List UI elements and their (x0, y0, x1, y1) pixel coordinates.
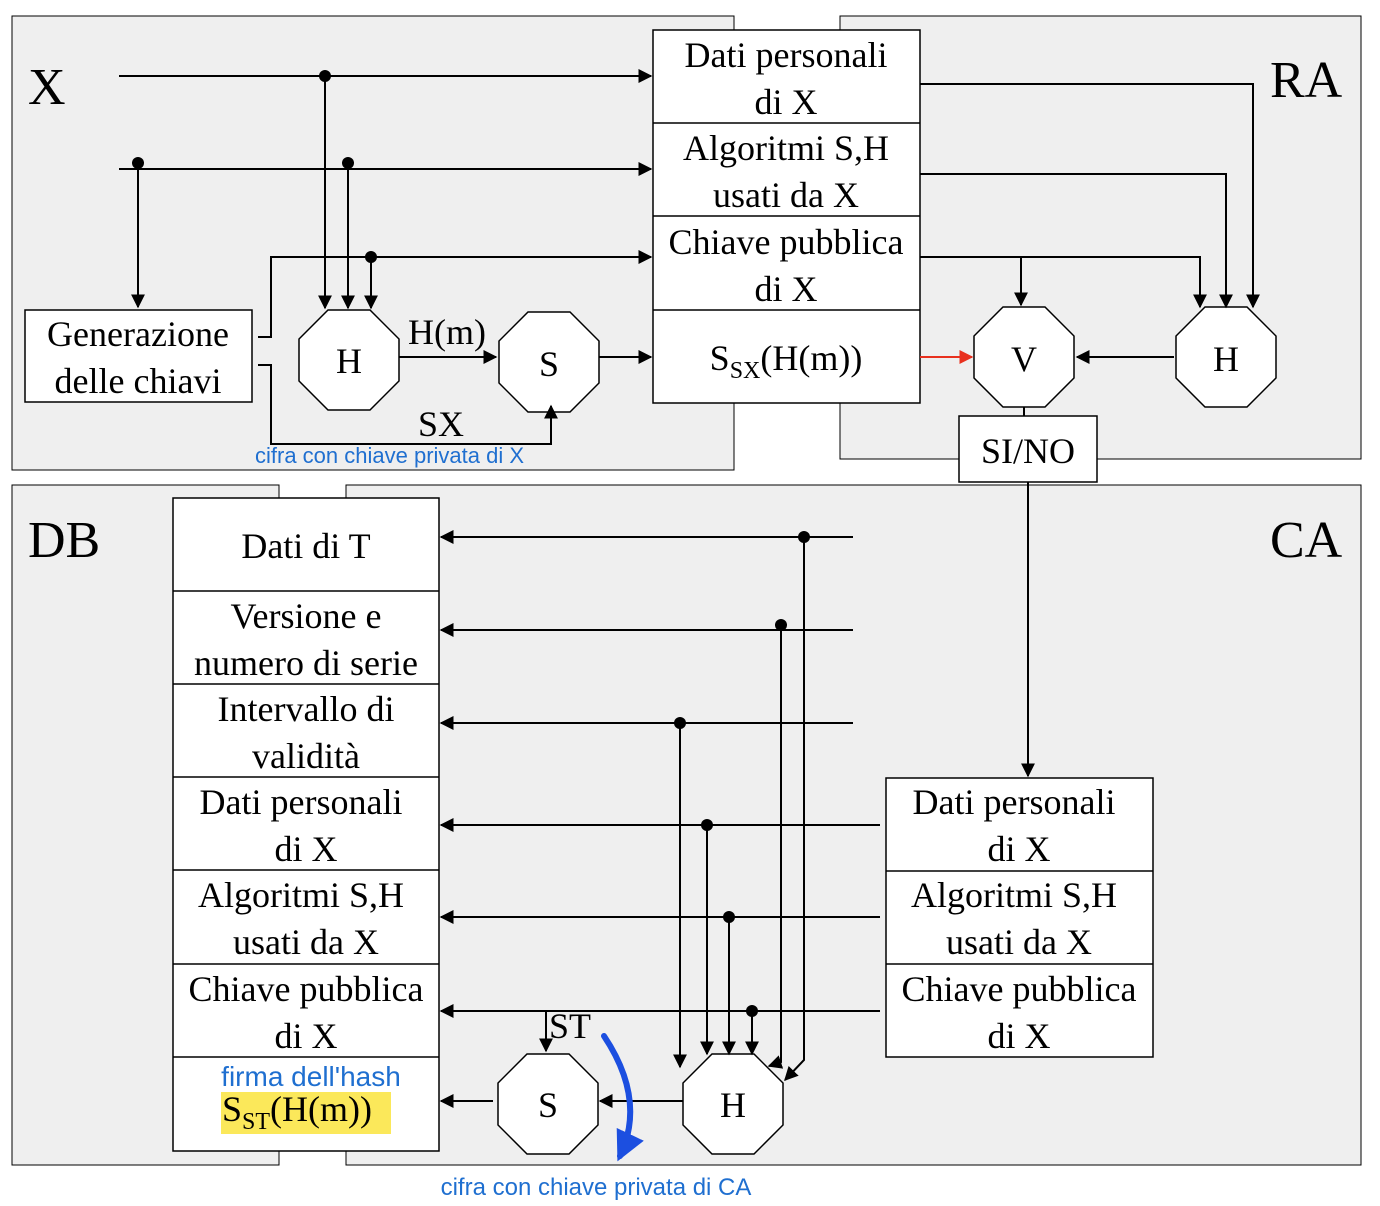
db-field-validity-line2: validità (252, 736, 360, 776)
svg-text:H: H (720, 1085, 746, 1125)
ca-sign-arrow (601, 1033, 644, 1162)
ra-field-personal-line1: Dati personali (685, 35, 888, 75)
signature-highlight (221, 1092, 391, 1134)
sign-node-ca: S (497, 1053, 599, 1155)
ca-field-personal-line2: di X (988, 829, 1051, 869)
svg-text:SI/NO: SI/NO (981, 431, 1075, 471)
keygen-line1: Generazione (47, 314, 229, 354)
svg-text:S: S (538, 1085, 558, 1125)
svg-text:H: H (1213, 339, 1239, 379)
top-connectors (119, 69, 1260, 778)
hash-node-x: H (298, 309, 400, 411)
sign-node-x: S (498, 311, 600, 413)
db-field-version-line1: Versione e (231, 596, 382, 636)
hash-node-ca: H (682, 1053, 784, 1155)
region-label-db: DB (28, 512, 100, 569)
keygen-line2: delle chiavi (55, 361, 222, 401)
ra-field-pubkey-line2: di X (755, 269, 818, 309)
ra-field-signature: SSX(H(m)) (710, 338, 863, 384)
ra-field-pubkey-line1: Chiave pubblica (669, 222, 904, 262)
db-field-algo-line1: Algoritmi S,H (198, 875, 404, 915)
ca-field-pubkey-line2: di X (988, 1016, 1051, 1056)
db-field-dati-t: Dati di T (241, 526, 370, 566)
hash-node-ra: H (1175, 306, 1277, 408)
label-hm: H(m) (408, 312, 486, 352)
bottom-connectors (439, 530, 880, 1108)
db-field-signature: SST(H(m)) (222, 1089, 372, 1135)
region-label-ca: CA (1270, 512, 1343, 569)
ra-field-personal-line2: di X (755, 82, 818, 122)
top-junctions (132, 70, 377, 263)
si-no-box: SI/NO (958, 415, 1098, 483)
ra-field-algo-line2: usati da X (713, 175, 859, 215)
annotation-sign-ca: cifra con chiave privata di CA (441, 1174, 752, 1201)
ca-field-personal-line1: Dati personali (913, 782, 1116, 822)
db-field-pubkey-line1: Chiave pubblica (189, 969, 424, 1009)
db-field-personal-line1: Dati personali (200, 782, 403, 822)
verify-node: V (973, 306, 1075, 408)
annotation-hash-signature: firma dell'hash (221, 1061, 401, 1092)
bottom-junctions (674, 531, 810, 1017)
region-label-ra: RA (1270, 52, 1343, 109)
ra-field-algo-line1: Algoritmi S,H (683, 128, 889, 168)
ca-field-algo-line2: usati da X (946, 922, 1092, 962)
ca-record (885, 777, 1154, 1058)
annotation-sign-x: cifra con chiave privata di X (255, 443, 524, 468)
db-field-algo-line2: usati da X (233, 922, 379, 962)
db-field-pubkey-line2: di X (275, 1016, 338, 1056)
panel-top-right (839, 15, 1362, 460)
label-sx: SX (418, 404, 464, 444)
keygen-box (24, 309, 253, 403)
db-field-personal-line2: di X (275, 829, 338, 869)
db-field-validity-line1: Intervallo di (218, 689, 395, 729)
svg-text:S: S (539, 344, 559, 384)
ca-field-pubkey-line1: Chiave pubblica (902, 969, 1137, 1009)
label-st: ST (549, 1006, 591, 1046)
db-record (172, 497, 440, 1152)
db-field-version-line2: numero di serie (194, 643, 418, 683)
ra-record (652, 29, 921, 404)
region-label-x: X (28, 59, 66, 116)
svg-text:H: H (336, 341, 362, 381)
ca-field-algo-line1: Algoritmi S,H (911, 875, 1117, 915)
svg-text:V: V (1011, 339, 1037, 379)
